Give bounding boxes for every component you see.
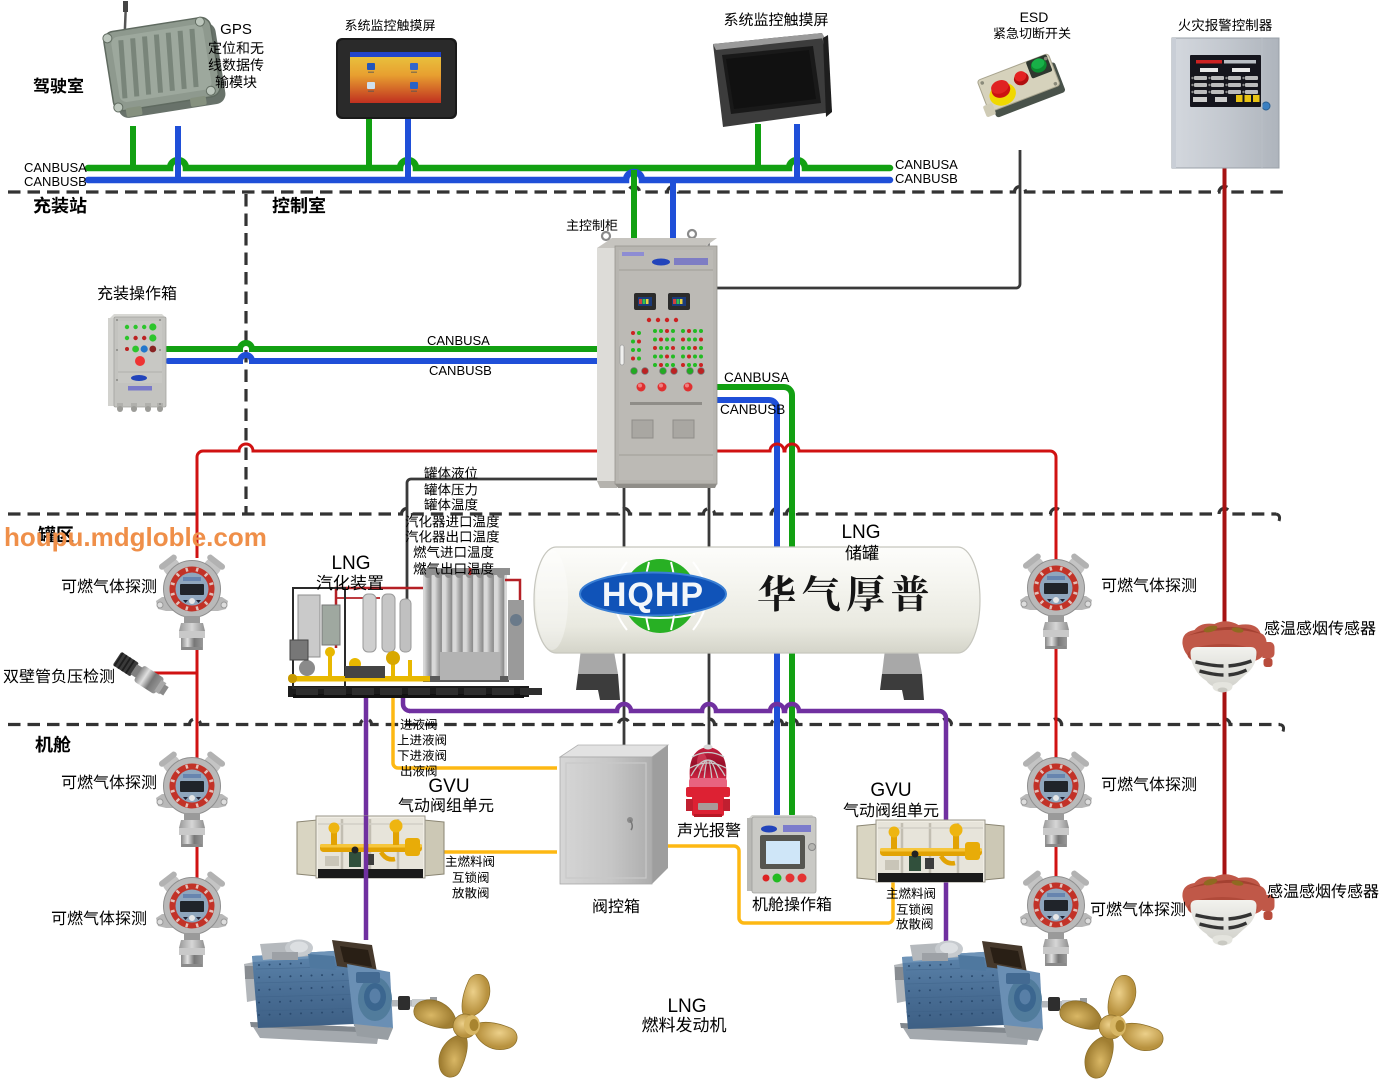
- svg-text:CANBUSB: CANBUSB: [24, 174, 87, 189]
- svg-text:GVU: GVU: [870, 780, 911, 801]
- svg-text:CANBUSB: CANBUSB: [720, 402, 785, 417]
- svg-text:CANBUSA: CANBUSA: [895, 157, 958, 172]
- svg-text:HQHP: HQHP: [602, 576, 704, 614]
- svg-text:houpu.mdgloble.com: houpu.mdgloble.com: [4, 522, 267, 552]
- svg-text:LNG: LNG: [331, 553, 370, 574]
- svg-text:CANBUSB: CANBUSB: [895, 171, 958, 186]
- svg-text:GVU: GVU: [428, 776, 469, 797]
- svg-text:CANBUSA: CANBUSA: [24, 160, 87, 175]
- svg-text:CANBUSB: CANBUSB: [429, 363, 492, 378]
- svg-text:CANBUSA: CANBUSA: [427, 333, 490, 348]
- svg-text:LNG: LNG: [667, 996, 706, 1017]
- svg-text:GPS: GPS: [220, 21, 252, 38]
- svg-text:ESD: ESD: [1020, 9, 1049, 25]
- svg-text:CANBUSA: CANBUSA: [724, 370, 789, 385]
- svg-text:LNG: LNG: [841, 522, 880, 543]
